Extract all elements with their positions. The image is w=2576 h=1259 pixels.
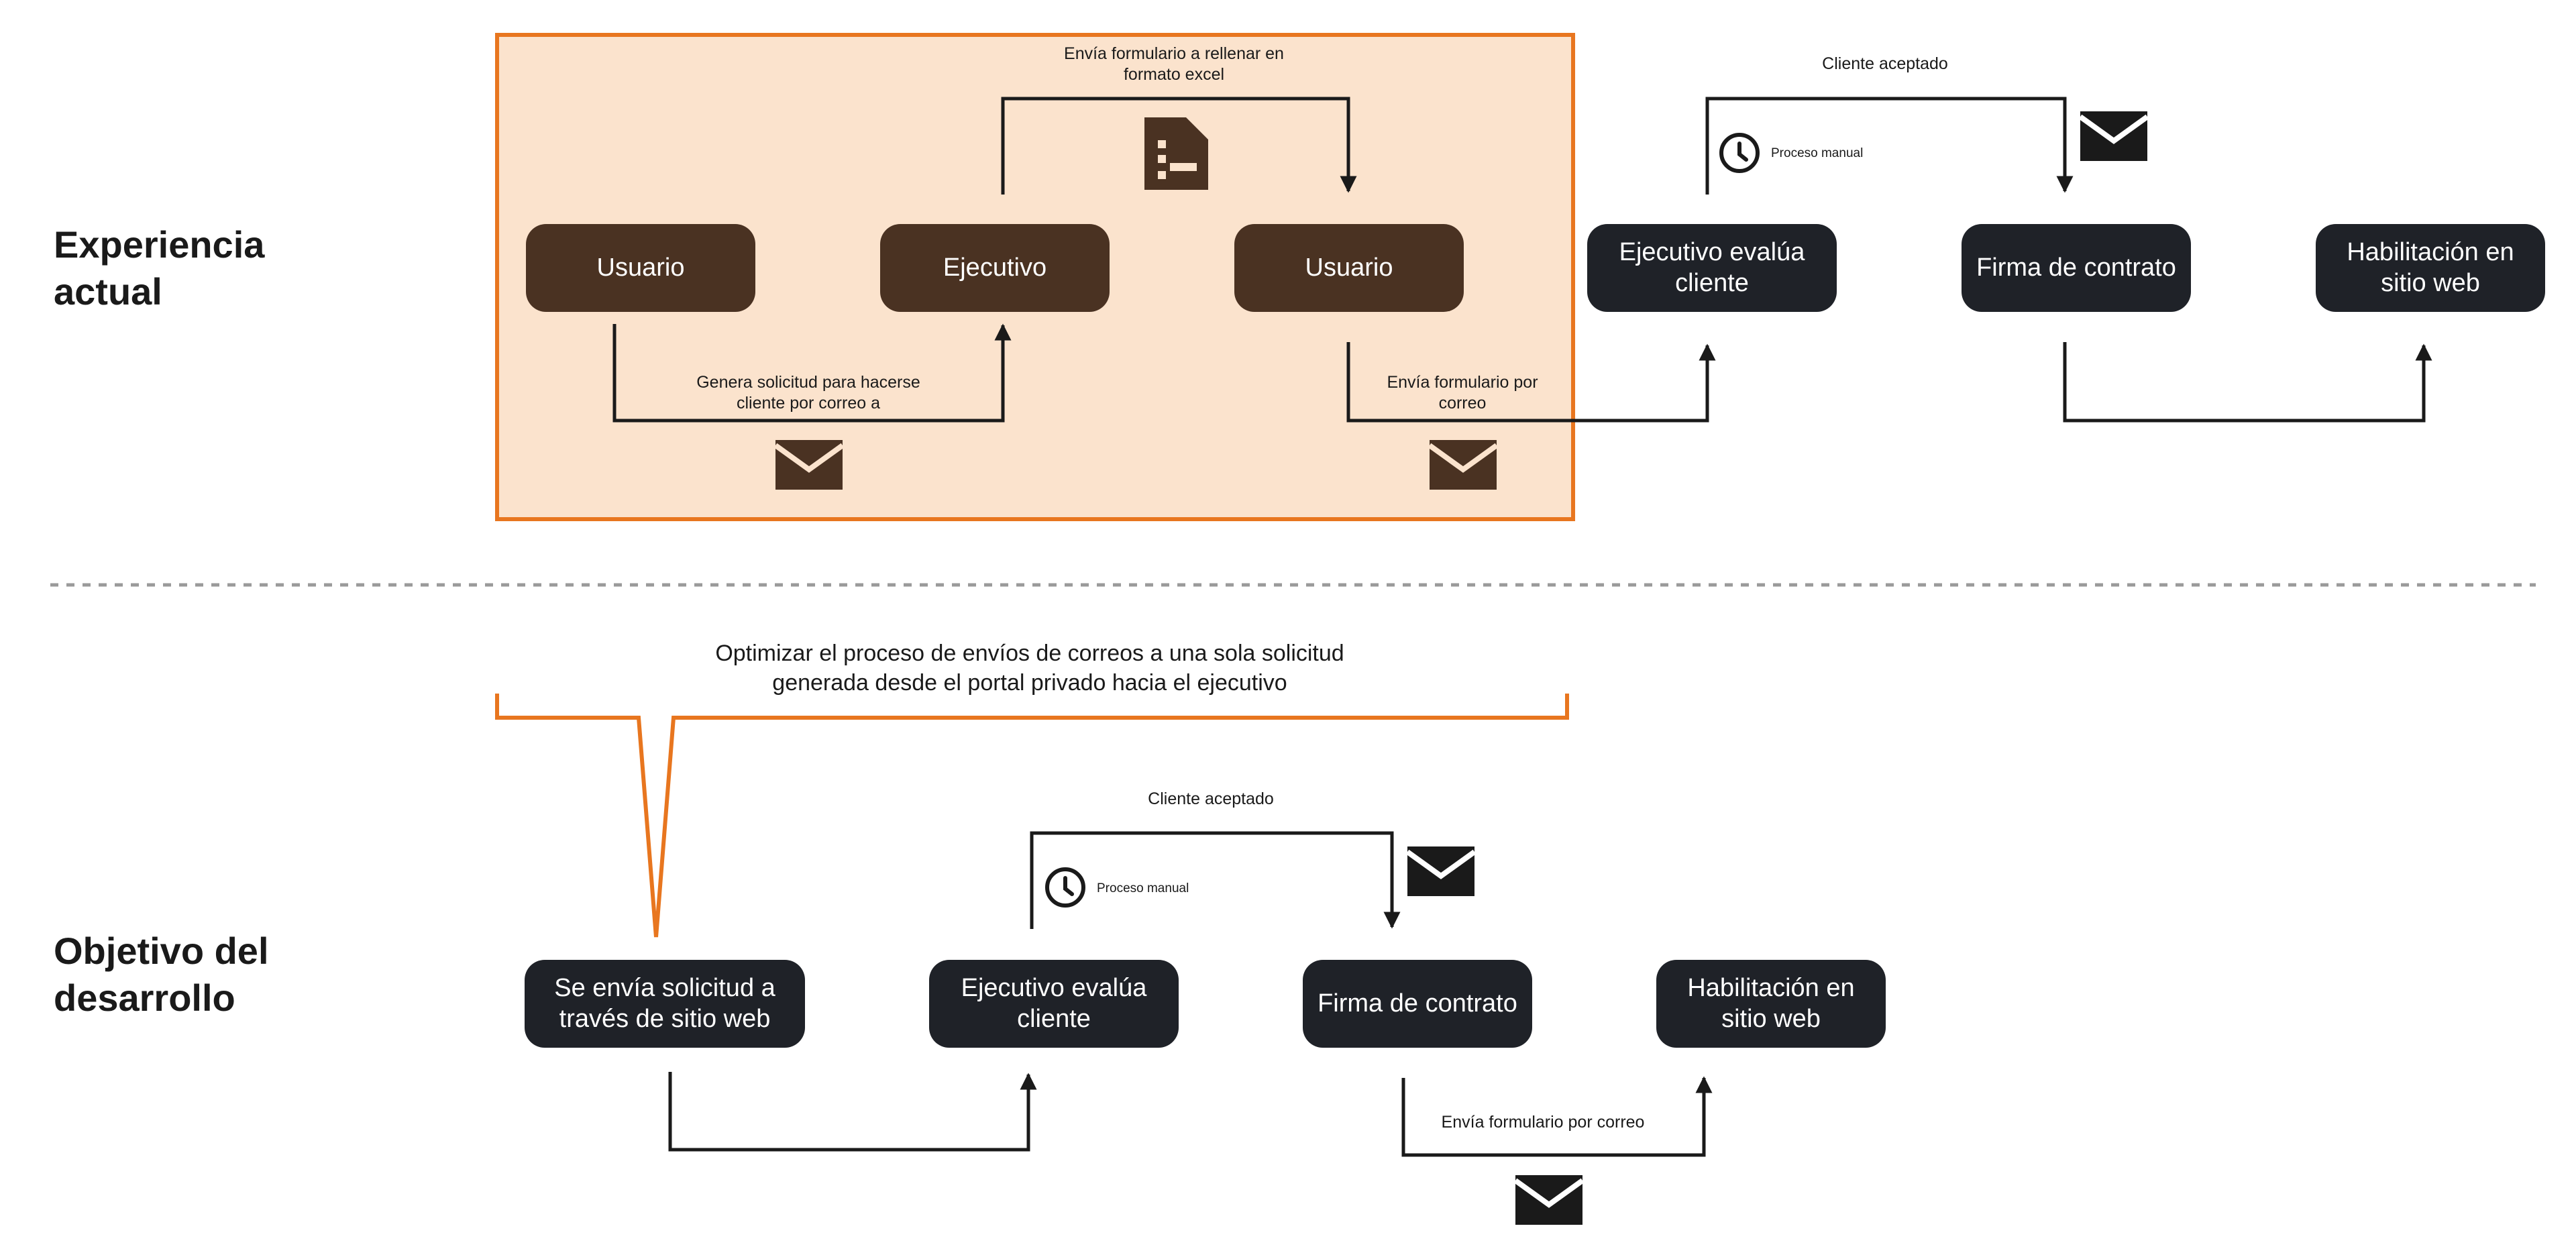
section-title-goal: Objetivo del desarrollo	[54, 930, 269, 1019]
connector-firma-to-habilitacion-goal	[1401, 1076, 1713, 1157]
node-ejecutivo: Ejecutivo	[880, 224, 1110, 312]
node-firma-contrato-goal: Firma de contrato	[1303, 960, 1532, 1048]
section-title-current: Experiencia actual	[54, 223, 265, 313]
label-envia-excel: Envía formulario a rellenar en formato e…	[1064, 44, 1284, 85]
goal-callout-brace	[495, 694, 1569, 938]
envelope-icon	[2078, 111, 2149, 161]
node-habilitacion-goal: Habilitación en sitio web	[1656, 960, 1886, 1048]
connector-solicitud-to-evalua	[668, 1072, 1037, 1152]
connector-evalua-to-firma-goal	[1030, 831, 1401, 929]
node-habilitacion: Habilitación en sitio web	[2316, 224, 2545, 312]
node-solicitud-web: Se envía solicitud a través de sitio web	[525, 960, 805, 1048]
goal-banner-text: Optimizar el proceso de envíos de correo…	[715, 641, 1344, 696]
envelope-icon	[773, 440, 845, 490]
label-proceso-manual-goal: Proceso manual	[1097, 881, 1189, 895]
node-firma-contrato: Firma de contrato	[1962, 224, 2191, 312]
node-ejecutivo-evalua-goal: Ejecutivo evalúa cliente	[929, 960, 1179, 1048]
label-envia-formulario: Envía formulario por correo	[1387, 373, 1538, 413]
node-usuario-1: Usuario	[526, 224, 755, 312]
label-proceso-manual: Proceso manual	[1771, 146, 1864, 160]
connector-usuario-to-evalua	[1346, 342, 1716, 423]
clock-icon	[1045, 867, 1085, 908]
label-genera-solicitud: Genera solicitud para hacerse cliente po…	[696, 373, 920, 413]
connector-ejecutivo-to-usuario	[1001, 97, 1357, 195]
connector-usuario-to-ejecutivo	[612, 323, 1012, 423]
connector-evalua-to-firma	[1705, 97, 2074, 195]
connector-firma-to-habilitacion	[2063, 342, 2432, 423]
node-ejecutivo-evalua: Ejecutivo evalúa cliente	[1587, 224, 1837, 312]
label-cliente-aceptado: Cliente aceptado	[1822, 54, 1948, 73]
clock-icon	[1719, 133, 1760, 173]
envelope-icon	[1405, 846, 1477, 896]
label-cliente-aceptado-goal: Cliente aceptado	[1148, 789, 1274, 808]
envelope-icon	[1513, 1175, 1585, 1225]
envelope-icon	[1428, 440, 1499, 490]
document-icon	[1144, 117, 1208, 190]
node-usuario-2: Usuario	[1234, 224, 1464, 312]
label-envia-formulario-goal: Envía formulario por correo	[1441, 1113, 1645, 1132]
